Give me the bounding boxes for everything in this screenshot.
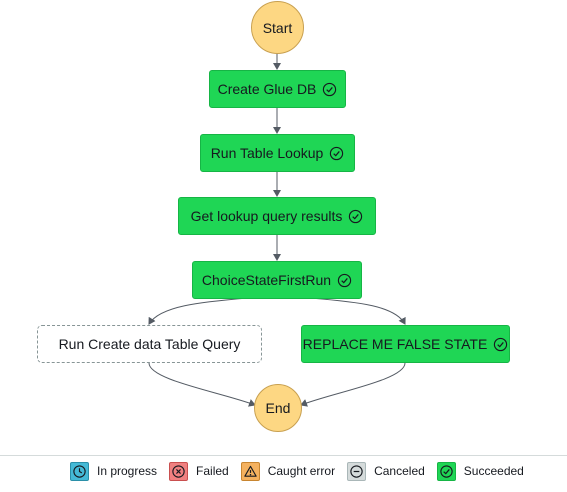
state-choice-state-first-run[interactable]: ChoiceStateFirstRun: [192, 261, 362, 299]
edge-run-create-data-table-query-to-end: [148, 362, 256, 407]
legend-label-in-progress: In progress: [97, 464, 158, 478]
clock-icon: [70, 461, 89, 481]
check-circle-icon: [348, 209, 363, 224]
check-circle-icon: [436, 461, 456, 481]
legend-item-canceled: Canceled: [347, 461, 425, 481]
legend-item-failed: Failed: [169, 461, 229, 481]
edge-choice-to-replace-me-false-state: [309, 297, 406, 325]
start-node[interactable]: Start: [251, 1, 304, 54]
edges-layer: [148, 52, 406, 407]
state-run-create-data-table-query[interactable]: Run Create data Table Query: [37, 325, 262, 363]
legend-label-succeeded: Succeeded: [463, 464, 524, 478]
warning-triangle-icon: [240, 461, 260, 481]
state-create-glue-db-label: Create Glue DB: [217, 81, 317, 97]
check-circle-icon: [337, 273, 352, 288]
edge-choice-to-run-create-data-table-query: [148, 297, 249, 325]
state-run-table-lookup-label: Run Table Lookup: [210, 145, 324, 161]
legend-item-in-progress: In progress: [70, 461, 158, 481]
legend-item-caught-error: Caught error: [240, 461, 336, 481]
check-circle-icon: [493, 337, 508, 352]
check-circle-icon: [329, 146, 344, 161]
state-get-lookup-query-results-label: Get lookup query results: [190, 208, 343, 224]
status-legend: In progress Failed Caught error Canceled…: [0, 456, 567, 486]
state-get-lookup-query-results[interactable]: Get lookup query results: [178, 197, 376, 235]
x-circle-icon: [169, 461, 189, 481]
state-run-table-lookup[interactable]: Run Table Lookup: [200, 134, 355, 172]
edge-replace-me-false-state-to-end: [300, 362, 406, 407]
legend-label-caught-error: Caught error: [267, 464, 336, 478]
legend-label-canceled: Canceled: [374, 464, 425, 478]
state-choice-state-first-run-label: ChoiceStateFirstRun: [201, 272, 332, 288]
start-label: Start: [262, 19, 293, 36]
workflow-graph[interactable]: Start Create Glue DB Run Table Lookup Ge…: [0, 0, 567, 455]
minus-circle-icon: [347, 461, 367, 481]
end-label: End: [265, 400, 291, 416]
state-replace-me-false-state-label: REPLACE ME FALSE STATE: [302, 336, 488, 352]
state-replace-me-false-state[interactable]: REPLACE ME FALSE STATE: [301, 325, 510, 363]
end-node[interactable]: End: [254, 384, 302, 432]
state-create-glue-db[interactable]: Create Glue DB: [209, 70, 346, 108]
legend-label-failed: Failed: [196, 464, 229, 478]
check-circle-icon: [322, 82, 337, 97]
legend-item-succeeded: Succeeded: [436, 461, 524, 481]
state-run-create-data-table-query-label: Run Create data Table Query: [58, 336, 241, 352]
legend-separator: [0, 455, 567, 456]
